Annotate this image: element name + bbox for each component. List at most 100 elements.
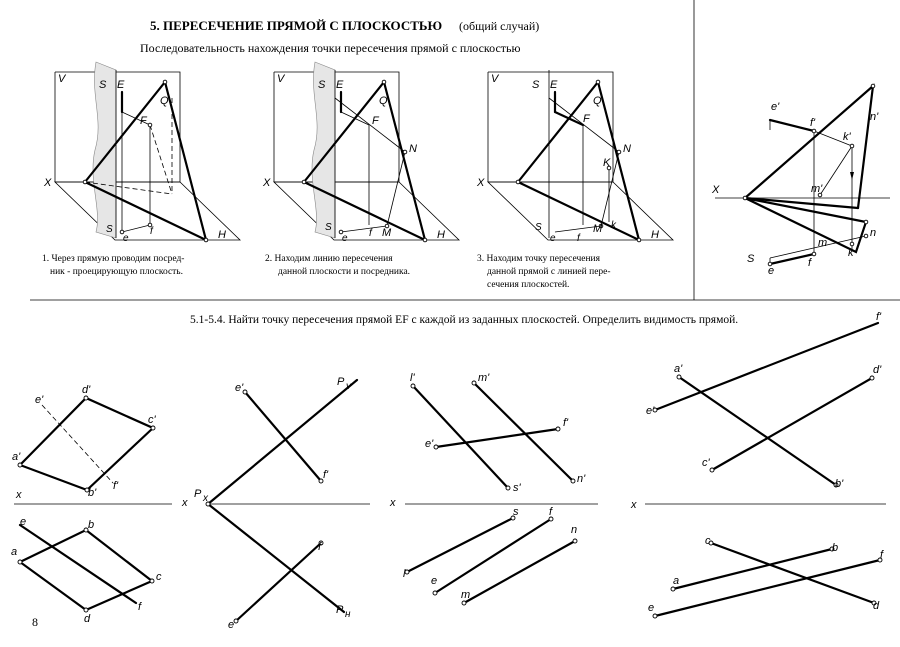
label-mp: m'	[478, 372, 490, 384]
label-ep: e'	[771, 101, 780, 113]
problem-5-2: x e' P v f' P x f e P н	[181, 376, 370, 631]
step-2-line-2: данной плоскости и посредника.	[278, 266, 410, 277]
label-s: s	[513, 506, 519, 518]
label-x: x	[630, 499, 637, 511]
label-l: l	[403, 568, 406, 580]
page-subtitle: Последовательность нахождения точки пере…	[140, 41, 520, 55]
label-S: S	[532, 79, 540, 91]
label-cp: c'	[702, 457, 711, 469]
label-M: M	[593, 223, 603, 235]
step-1-line-1: 1. Через прямую проводим посред-	[42, 254, 184, 264]
label-e: e	[123, 233, 129, 244]
step-panel-2: V X S E Q F N M H S e f	[262, 61, 460, 244]
problem-5-3: x l' m' e' f' s' n' s f n l e m	[389, 372, 598, 606]
arrow-down-icon	[850, 172, 854, 180]
label-M: M	[382, 227, 392, 239]
step-panel-1: V X S E Q F H S e f	[43, 61, 241, 244]
label-dp: d'	[82, 384, 91, 396]
label-ap: a'	[674, 363, 683, 375]
label-f: f	[138, 601, 142, 613]
step-panel-3: V X S E Q F N K M H S e f k	[476, 70, 674, 244]
label-a: a	[11, 546, 17, 558]
label-H: H	[218, 229, 226, 241]
label-b: b	[88, 519, 94, 531]
label-kp: k'	[843, 131, 852, 143]
label-e: e	[431, 575, 437, 587]
step-3-line-2: данной прямой с линией пере-	[487, 266, 611, 277]
label-SH-epure: S	[747, 253, 755, 265]
step-2-line-1: 2. Находим линию пересечения	[265, 254, 393, 264]
label-P-x-sub: x	[202, 493, 209, 504]
page-title-note: (общий случай)	[459, 19, 539, 33]
label-f: f	[318, 541, 322, 553]
label-ap: a'	[12, 451, 21, 463]
label-F: F	[372, 115, 380, 127]
label-SH: S	[325, 222, 332, 233]
label-m: m	[461, 589, 470, 601]
label-e-epure: e	[768, 265, 774, 277]
label-V: V	[277, 73, 286, 85]
label-b: b	[832, 542, 838, 554]
label-ep: e'	[235, 382, 244, 394]
label-np: n'	[577, 473, 586, 485]
label-d: d	[84, 613, 91, 625]
label-sp: s'	[513, 482, 522, 494]
label-e: e	[228, 619, 234, 631]
label-f: f	[880, 549, 884, 561]
label-fp: f'	[563, 417, 569, 429]
task-text: 5.1-5.4. Найти точку пересечения прямой …	[190, 314, 738, 326]
label-V: V	[491, 73, 500, 85]
label-SH: S	[535, 222, 542, 233]
label-n: n	[870, 227, 876, 239]
label-ep: e'	[35, 394, 44, 406]
label-H: H	[437, 229, 445, 241]
label-f: f	[549, 506, 553, 518]
label-Q: Q	[379, 95, 388, 107]
label-Q: Q	[593, 95, 602, 107]
label-e: e	[550, 233, 556, 244]
label-N: N	[623, 143, 631, 155]
label-e: e	[342, 233, 348, 244]
label-lp: l'	[410, 372, 415, 384]
label-c: c	[705, 535, 711, 547]
label-X-epure: X	[711, 184, 720, 196]
label-f: f	[369, 228, 373, 239]
step-3-line-3: сечения плоскостей.	[487, 279, 569, 290]
label-fp: f'	[876, 311, 882, 323]
label-E: E	[117, 79, 125, 91]
label-fp: f'	[810, 117, 816, 129]
label-bp: b'	[835, 478, 844, 490]
label-P-v-sub: v	[346, 381, 352, 392]
label-S: S	[318, 79, 326, 91]
label-x: x	[15, 489, 22, 501]
label-n: n	[571, 524, 577, 536]
label-F: F	[140, 115, 148, 127]
label-fp: f'	[323, 469, 329, 481]
label-m: m	[818, 237, 827, 249]
label-fp: f'	[113, 480, 119, 492]
label-E: E	[336, 79, 344, 91]
page-number: 8	[32, 615, 38, 629]
label-e: e	[20, 516, 26, 528]
label-K: K	[603, 157, 611, 169]
label-d: d	[873, 600, 880, 612]
label-np: n'	[870, 111, 879, 123]
step-3-line-1: 3. Находим точку пересечения	[477, 254, 601, 264]
label-f-epure: f	[808, 257, 812, 269]
label-Q: Q	[160, 95, 169, 107]
label-ep: e'	[425, 438, 434, 450]
label-k: k	[611, 220, 617, 231]
label-H: H	[651, 229, 659, 241]
label-f: f	[150, 226, 154, 237]
label-X: X	[262, 177, 271, 189]
label-e: e	[648, 602, 654, 614]
label-c: c	[156, 571, 162, 583]
label-bp: b'	[88, 487, 97, 499]
label-V: V	[58, 73, 67, 85]
problem-5-1: x e' d' c' a' b' f' e b a c f d 8	[11, 384, 172, 629]
label-SH: S	[106, 224, 113, 235]
label-f: f	[577, 233, 581, 244]
label-P-h-sub: н	[345, 609, 351, 620]
